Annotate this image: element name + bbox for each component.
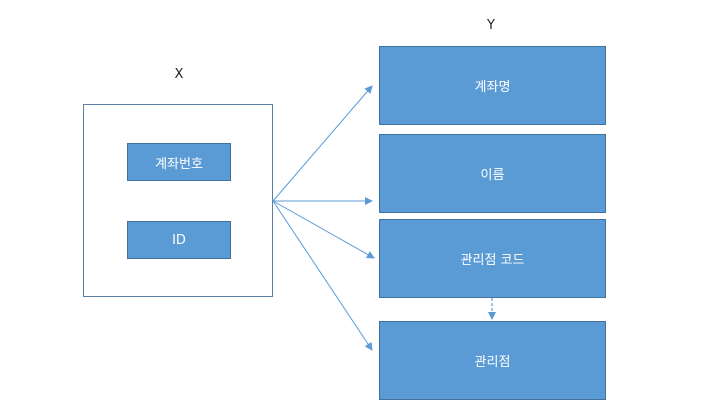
account-name-box: 계좌명 bbox=[379, 46, 606, 125]
name-box: 이름 bbox=[379, 134, 606, 213]
arrow-to-branch bbox=[272, 200, 373, 351]
branch-code-box: 관리점 코드 bbox=[379, 219, 606, 298]
y-group-title: Y bbox=[487, 18, 495, 33]
branch-box: 관리점 bbox=[379, 321, 606, 400]
arrow-to-account-name bbox=[272, 85, 373, 202]
x-group-container: 계좌번호 ID bbox=[83, 104, 273, 297]
x-group-title: X bbox=[174, 67, 184, 82]
arrow-to-branch-code bbox=[272, 200, 375, 259]
account-number-box: 계좌번호 bbox=[127, 143, 231, 181]
id-box: ID bbox=[127, 221, 231, 259]
